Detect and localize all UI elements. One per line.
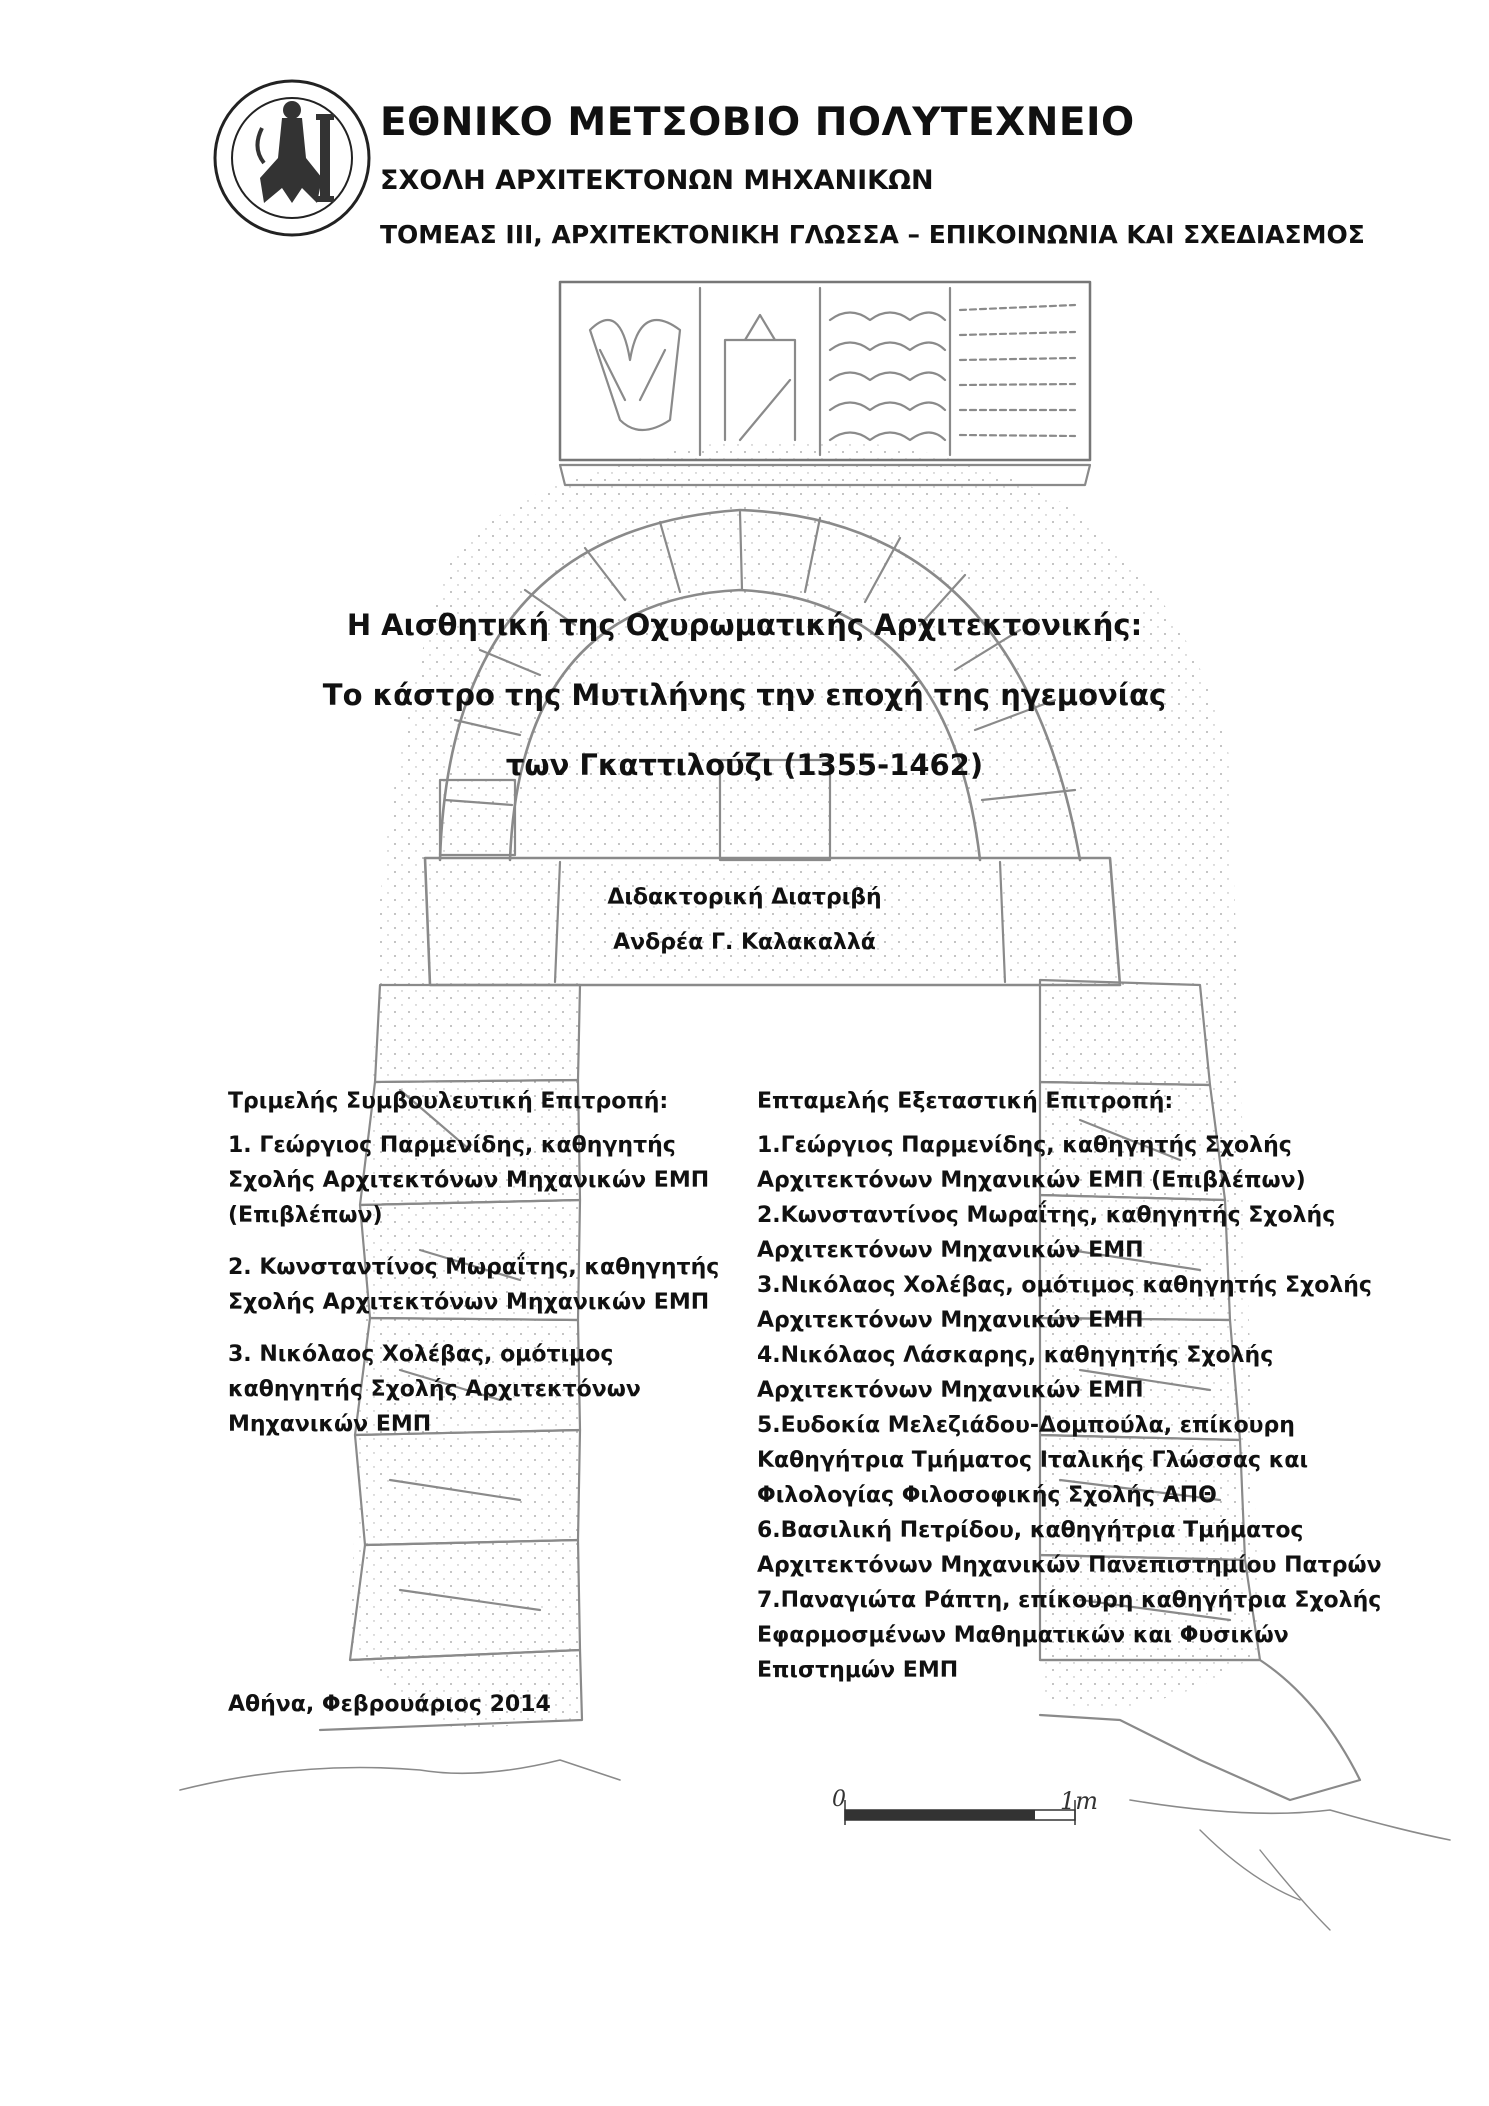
relief-plaque [558, 280, 1092, 462]
exam-line: 4.Νικόλαος Λάσκαρης, καθηγητής Σχολής [757, 1343, 1274, 1368]
exam-line: Αρχιτεκτόνων Μηχανικών ΕΜΠ [757, 1378, 1144, 1403]
ntua-seal-icon [213, 79, 371, 237]
exam-line: Αρχιτεκτόνων Μηχανικών Πανεπιστημίου Πατ… [757, 1553, 1382, 1578]
sector-name: ΤΟΜΕΑΣ ΙΙΙ, ΑΡΧΙΤΕΚΤΟΝΙΚΗ ΓΛΩΣΣΑ – ΕΠΙΚΟ… [380, 220, 1365, 249]
exam-line: Φιλολογίας Φιλοσοφικής Σχολής ΑΠΘ [757, 1483, 1217, 1508]
thesis-title-line-2: Το κάστρο της Μυτιλήνης την εποχή της ηγ… [322, 678, 1167, 712]
exam-line: Αρχιτεκτόνων Μηχανικών ΕΜΠ [757, 1308, 1144, 1333]
exam-line: 1.Γεώργιος Παρμενίδης, καθηγητής Σχολής [757, 1133, 1292, 1158]
school-name: ΣΧΟΛΗ ΑΡΧΙΤΕΚΤΟΝΩΝ ΜΗΧΑΝΙΚΩΝ [380, 165, 934, 196]
examination-committee-heading: Επταμελής Εξεταστική Επιτροπή: [757, 1089, 1174, 1114]
exam-line: 7.Παναγιώτα Ράπτη, επίκουρη καθηγήτρια Σ… [757, 1588, 1382, 1613]
advisory-committee-heading: Τριμελής Συμβουλευτική Επιτροπή: [228, 1089, 669, 1114]
advisory-member: 1. Γεώργιος Παρμενίδης, καθηγητής Σχολής… [228, 1133, 710, 1228]
exam-line: 5.Ευδοκία Μελεζιάδου-Δομπούλα, επίκουρη [757, 1413, 1295, 1438]
thesis-title-line-1: Η Αισθητική της Οχυρωματικής Αρχιτεκτονι… [346, 608, 1143, 642]
scale-zero-label: 0 [832, 1787, 846, 1812]
advisory-member: 2. Κωνσταντίνος Μωραΐτης, καθηγητής Σχολ… [228, 1255, 720, 1315]
exam-line: Αρχιτεκτόνων Μηχανικών ΕΜΠ (Επιβλέπων) [757, 1168, 1306, 1193]
exam-line: 6.Βασιλική Πετρίδου, καθηγήτρια Τμήματος [757, 1518, 1304, 1543]
thesis-author: Ανδρέα Γ. Καλακαλλά [613, 930, 876, 955]
exam-line: Αρχιτεκτόνων Μηχανικών ΕΜΠ [757, 1238, 1144, 1263]
exam-line: Επιστημών ΕΜΠ [757, 1658, 959, 1683]
thesis-type: Διδακτορική Διατριβή [607, 885, 882, 910]
advisory-member: 3. Νικόλαος Χολέβας, ομότιμος καθηγητής … [228, 1342, 641, 1437]
institution-name: ΕΘΝΙΚΟ ΜΕΤΣΟΒΙΟ ΠΟΛΥΤΕΧΝΕΙΟ [380, 100, 1135, 145]
exam-line: Εφαρμοσμένων Μαθηματικών και Φυσικών [757, 1623, 1289, 1648]
scale-bar [844, 1800, 1076, 1825]
exam-line: 3.Νικόλαος Χολέβας, ομότιμος καθηγητής Σ… [757, 1273, 1372, 1298]
scale-label: 1m [1060, 1787, 1099, 1815]
examination-committee-list: 1.Γεώργιος Παρμενίδης, καθηγητής Σχολής … [757, 1128, 1397, 1688]
thesis-title-line-3: των Γκαττιλούζι (1355-1462) [505, 748, 984, 782]
date-place: Αθήνα, Φεβρουάριος 2014 [228, 1692, 551, 1717]
exam-line: 2.Κωνσταντίνος Μωραΐτης, καθηγητής Σχολή… [757, 1203, 1336, 1228]
exam-line: Καθηγήτρια Τμήματος Ιταλικής Γλώσσας και [757, 1448, 1309, 1473]
advisory-committee-list: 1. Γεώργιος Παρμενίδης, καθηγητής Σχολής… [228, 1128, 748, 1459]
